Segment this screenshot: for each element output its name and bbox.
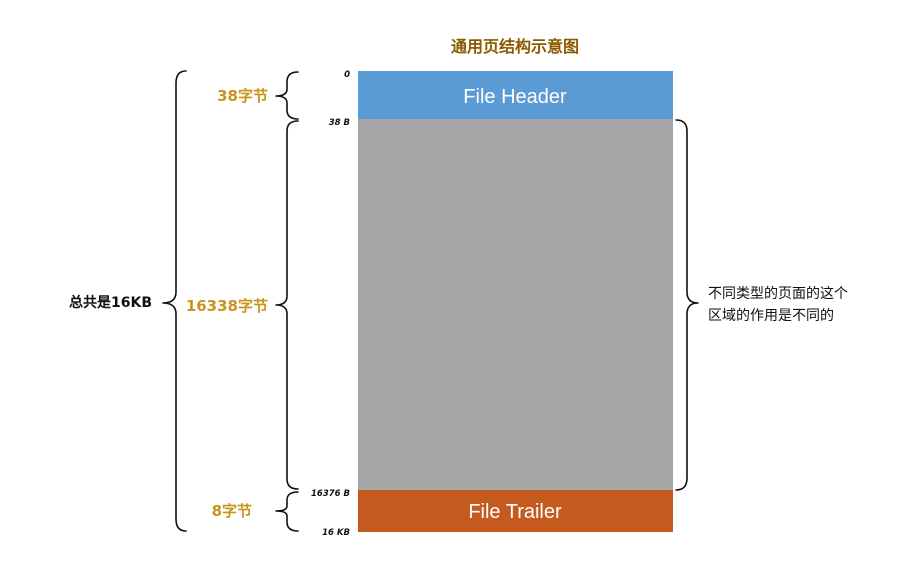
offset-header-end: 38 B xyxy=(329,118,350,128)
file-trailer-block xyxy=(358,490,673,532)
file-trailer-label: File Trailer xyxy=(468,501,562,523)
page-body-block xyxy=(358,119,673,490)
offset-end: 16 KB xyxy=(322,528,350,538)
trailer-size-label: 8字节 xyxy=(212,502,252,520)
total-brace xyxy=(162,70,187,532)
offset-trailer-start: 16376 B xyxy=(311,489,350,499)
header-brace xyxy=(275,71,299,120)
note-line-2: 区域的作用是不同的 xyxy=(708,308,834,324)
body-size-label: 16338字节 xyxy=(186,297,268,315)
note-line-1: 不同类型的页面的这个 xyxy=(708,285,848,302)
file-header-label: File Header xyxy=(463,86,567,108)
offset-start: 0 xyxy=(344,70,350,80)
body-brace xyxy=(275,120,299,490)
header-size-label: 38字节 xyxy=(217,87,268,105)
total-size-label: 总共是16KB xyxy=(69,294,152,311)
note-brace xyxy=(675,119,699,491)
diagram-title: 通用页结构示意图 xyxy=(451,37,579,56)
trailer-brace xyxy=(275,491,299,532)
file-header-block xyxy=(358,71,673,119)
